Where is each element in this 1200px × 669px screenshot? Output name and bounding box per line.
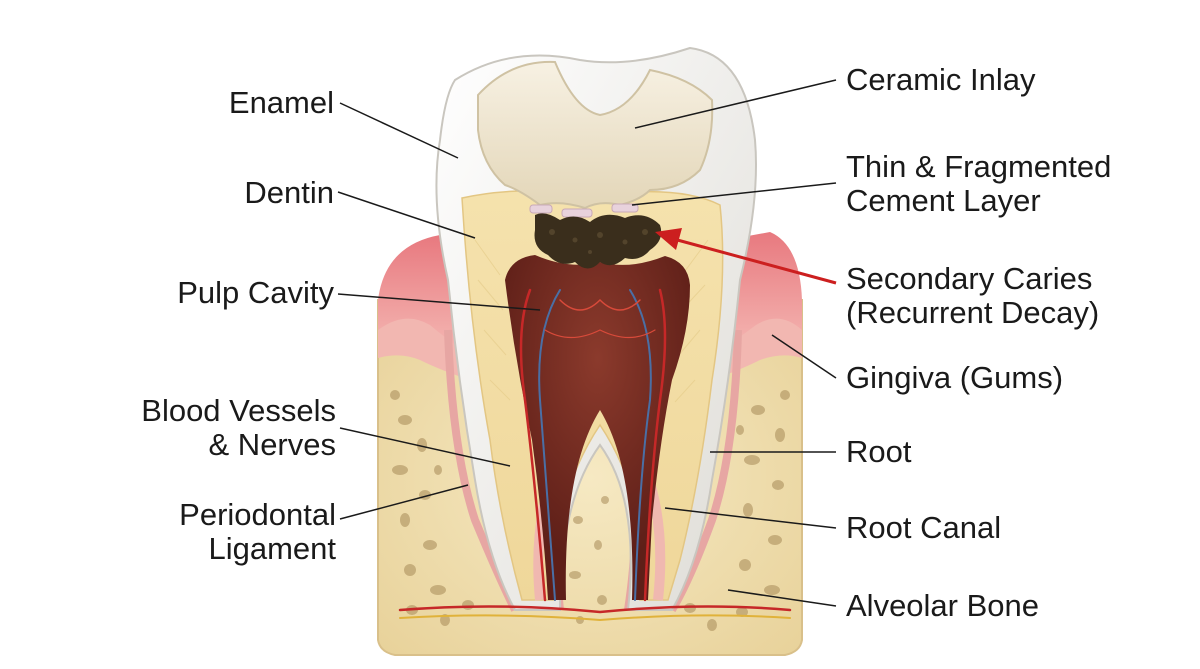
pulp-cavity (505, 255, 690, 600)
label-blood-vessels-line2: & Nerves (208, 427, 336, 462)
caries-arrow (655, 228, 837, 285)
label-periodontal-line2: Ligament (208, 531, 336, 566)
label-ceramic-inlay: Ceramic Inlay (846, 62, 1036, 97)
label-root: Root (846, 434, 912, 469)
label-alveolar-bone: Alveolar Bone (846, 588, 1040, 623)
label-periodontal-ligament: Periodontal Ligament (179, 498, 336, 566)
label-blood-vessels: Blood Vessels & Nerves (141, 394, 336, 462)
label-dentin: Dentin (244, 175, 334, 210)
label-enamel: Enamel (228, 85, 334, 120)
label-root-canal: Root Canal (846, 510, 1002, 545)
secondary-caries (534, 213, 662, 269)
leader-lines-right (631, 79, 837, 607)
ceramic-inlay (477, 60, 714, 210)
label-pulp-cavity: Pulp Cavity (177, 275, 334, 310)
label-caries-line2: (Recurrent Decay) (846, 295, 1100, 330)
label-gingiva: Gingiva (Gums) (846, 360, 1064, 395)
label-secondary-caries: Secondary Caries (Recurrent Decay) (846, 262, 1099, 330)
label-blood-vessels-line1: Blood Vessels (141, 393, 336, 428)
blood-vessels (398, 288, 792, 622)
label-caries-line1: Secondary Caries (846, 261, 1093, 296)
leader-lines-left (337, 102, 541, 520)
label-cement-layer: Thin & Fragmented Cement Layer (846, 150, 1111, 218)
cement-layer (529, 203, 639, 218)
label-periodontal-line1: Periodontal (179, 497, 336, 532)
label-cement-line1: Thin & Fragmented (846, 149, 1112, 184)
label-cement-line2: Cement Layer (846, 183, 1041, 218)
